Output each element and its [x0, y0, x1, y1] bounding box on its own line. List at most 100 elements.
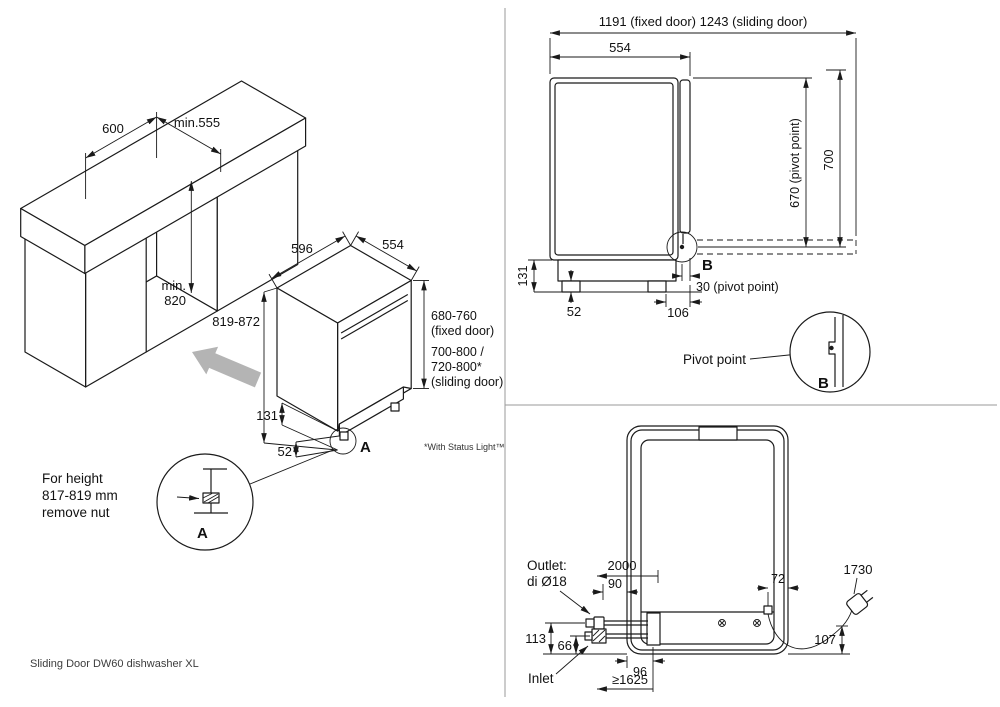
dishwasher-width-value: 596: [291, 241, 313, 256]
front-foot-side: [561, 280, 581, 293]
side-view-drawing: [534, 77, 857, 293]
feet-side-value: 52: [567, 304, 581, 319]
height-note: For height 817-819 mm remove nut: [42, 471, 118, 520]
feet-height-value: 52: [278, 444, 292, 459]
detail-a-label: A: [197, 525, 208, 542]
rear-foot: [390, 402, 400, 412]
rear-foot-side: [647, 280, 667, 293]
dimension-depth: 554: [550, 40, 691, 76]
fixed-door-note: (fixed door): [431, 324, 494, 338]
base-depth-value: 106: [667, 305, 689, 320]
door-handle-line: [340, 293, 409, 334]
inlet-hose-length-value: ≥1625: [612, 672, 648, 687]
hose-manifold: [646, 612, 661, 646]
dimension-dishwasher-height: 819-872: [212, 287, 338, 451]
detail-b-callout: Pivot point B: [683, 311, 871, 393]
dimension-connection-offset: 96: [615, 647, 665, 692]
inner-panel-outline: [640, 439, 775, 645]
installation-view: 600 min.555 min. 820: [20, 80, 505, 551]
outlet-label-group: Outlet: di Ø18: [527, 558, 591, 615]
drain-hose-length-value: 2000: [608, 558, 637, 573]
front-view-drawing: [584, 425, 874, 655]
outlet-connector: [593, 616, 605, 630]
clearance-value: 1191 (fixed door) 1243 (sliding door): [599, 14, 808, 29]
sliding-door-height-a: 700-800 /: [431, 345, 484, 359]
note-line-3: remove nut: [42, 505, 110, 520]
control-panel-line: [340, 299, 409, 340]
dimension-dishwasher-depth: 554: [350, 231, 420, 281]
dimension-outlet-height: 113: [525, 622, 627, 655]
dimension-feet-side: 52: [567, 270, 581, 319]
pivot-rise-value: 700: [822, 150, 836, 171]
mounting-screw-left: [718, 619, 726, 627]
foot-detail-drawing: [176, 468, 228, 514]
pivot-detail-dot: [829, 345, 834, 351]
dimension-plinth-side: 131: [516, 259, 552, 292]
dimension-drain-hose: 2000: [597, 558, 659, 583]
opening-width-value: 600: [102, 121, 124, 136]
pivot-point-dot: [679, 244, 685, 250]
plinth-side-value: 131: [516, 266, 530, 287]
outlet-height-value: 113: [525, 631, 546, 646]
pivot-drop-value: 670 (pivot point): [788, 118, 802, 208]
power-cord: [767, 609, 853, 650]
power-plug-icon: [846, 589, 874, 615]
dimension-opening-height: min. 820: [161, 181, 195, 308]
dimension-cord-height: 107: [788, 625, 850, 655]
dimension-dishwasher-width: 596: [268, 231, 351, 289]
dimension-cord-length: 1730: [844, 562, 873, 595]
push-in-arrow: [192, 346, 262, 388]
dimension-door-height: 680-760 (fixed door) 700-800 / 720-800* …: [413, 280, 503, 389]
dishwasher-depth-value: 554: [382, 237, 404, 252]
inlet-label-group: Inlet: [528, 645, 589, 686]
note-line-1: For height: [42, 471, 103, 486]
status-light-footnote: *With Status Light™: [424, 442, 505, 452]
opening-height-value: 820: [164, 293, 186, 308]
handle-recess: [698, 426, 738, 441]
drain-offset-value: 90: [608, 577, 622, 591]
plinth-height-value: 131: [256, 408, 278, 423]
detail-b-marker: B: [702, 257, 713, 274]
pivot-marker-circle: [666, 231, 698, 263]
dimension-plinth-height: 131: [256, 402, 338, 451]
cord-anchor: [763, 605, 773, 615]
opening-height-min: min.: [161, 278, 186, 293]
dimension-inlet-hose: ≥1625: [597, 672, 653, 692]
outlet-tip: [585, 618, 595, 628]
dishwasher-height-value: 819-872: [212, 314, 260, 329]
detail-a-callout: A A: [156, 427, 371, 551]
dimension-opening-depth: min.555: [156, 115, 222, 172]
dimension-base-depth: 106: [654, 285, 702, 320]
sliding-door-height-b: 720-800*: [431, 360, 482, 374]
foot-detail-marker-circle: [329, 427, 357, 455]
outlet-label-1: Outlet:: [527, 558, 567, 573]
door-panel: [679, 79, 691, 234]
detail-b-label: B: [818, 375, 829, 392]
pivot-offset-value: 30 (pivot point): [696, 280, 779, 294]
mounting-screw-right: [753, 619, 761, 627]
front-foot: [339, 431, 349, 441]
outlet-hose: [585, 616, 648, 630]
opening-depth-value: min.555: [174, 115, 220, 130]
base-frame: [557, 259, 677, 282]
side-view: 1191 (fixed door) 1243 (sliding door) 55…: [516, 14, 871, 393]
detail-a-marker: A: [360, 439, 371, 456]
cord-offset-value: 72: [771, 572, 785, 586]
cabinet-drawing: [20, 80, 307, 388]
sheet-caption: Sliding Door DW60 dishwasher XL: [30, 658, 199, 670]
dimension-clearance: 1191 (fixed door) 1243 (sliding door): [549, 14, 857, 236]
connections-view: 2000 90 72 1730 Outlet: di Ø18 113: [525, 425, 874, 692]
dimension-cord-offset: 72: [757, 572, 799, 606]
inlet-height-value: 66: [558, 638, 572, 653]
cord-length-value: 1730: [844, 562, 873, 577]
outlet-label-2: di Ø18: [527, 574, 567, 589]
pivot-detail-drawing: [828, 315, 844, 387]
pivot-point-label: Pivot point: [683, 352, 746, 367]
dimension-drain-offset: 90: [592, 577, 638, 600]
tub-outline: [554, 82, 674, 256]
inlet-label: Inlet: [528, 671, 554, 686]
note-line-2: 817-819 mm: [42, 488, 118, 503]
dimension-pivot-offset: 30 (pivot point): [672, 258, 779, 294]
fixed-door-height-value: 680-760: [431, 309, 477, 323]
